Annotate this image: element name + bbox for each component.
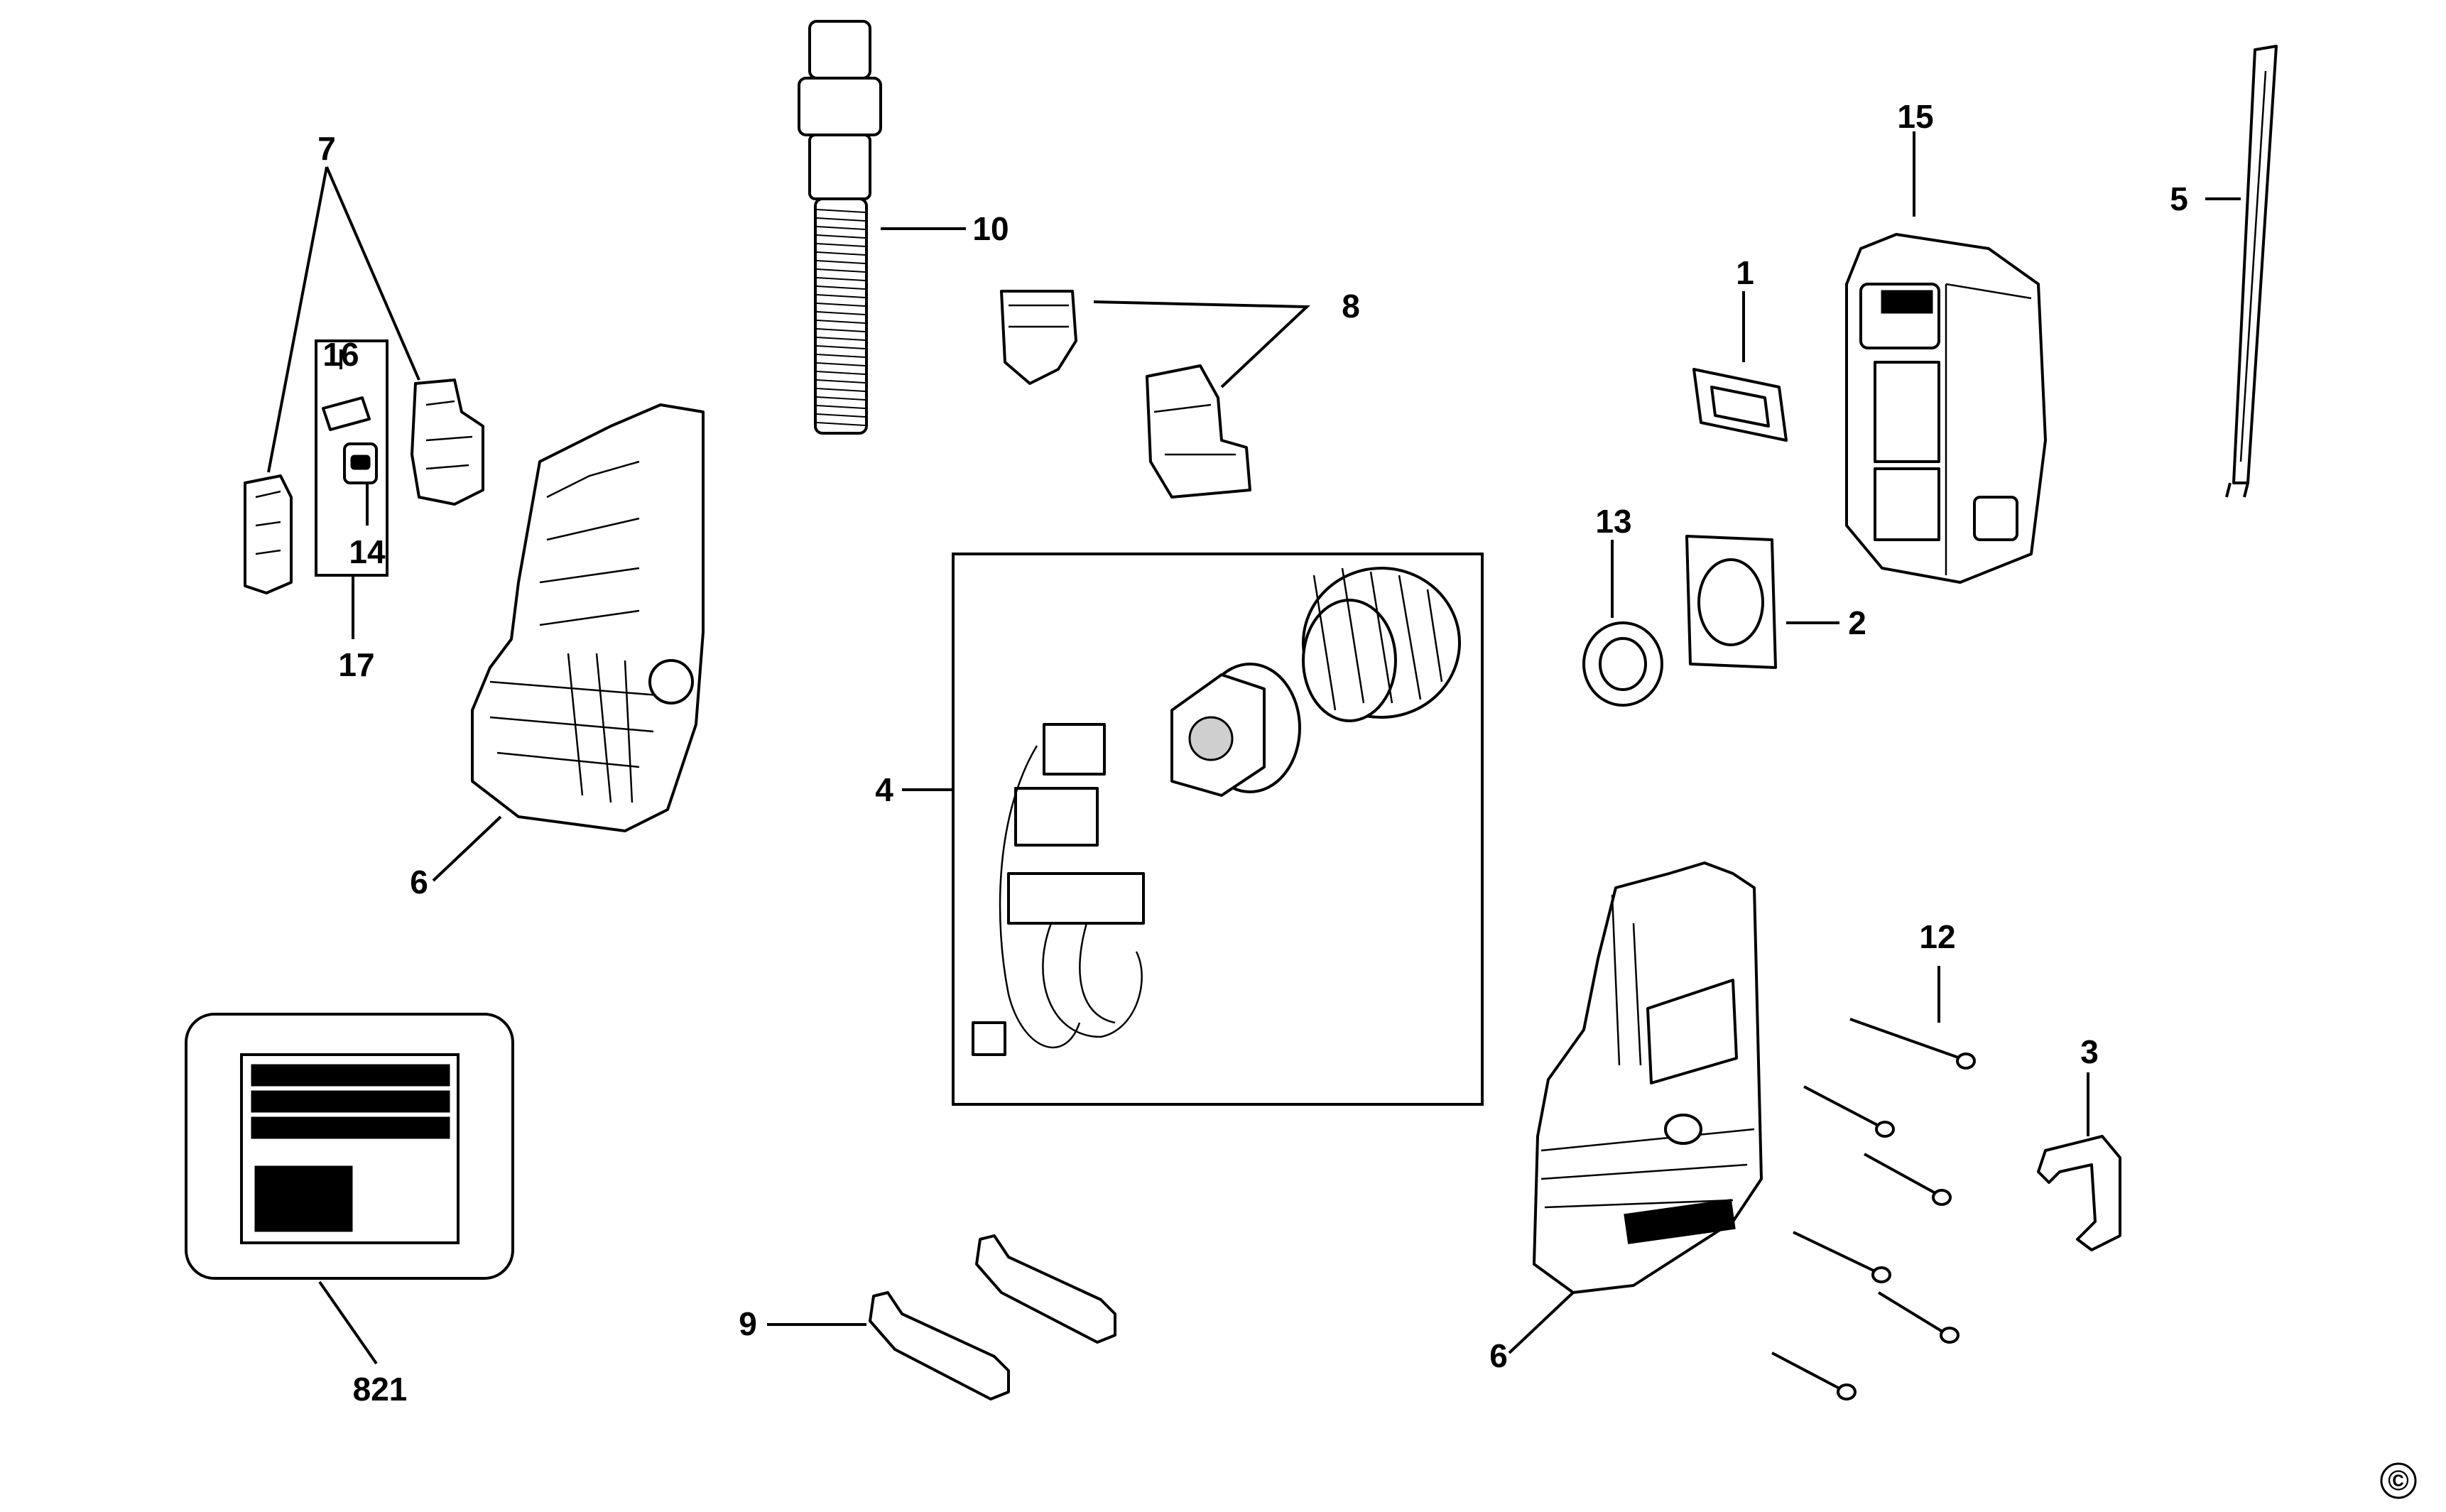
copyright-mark: © xyxy=(2380,1462,2417,1499)
part-821-data-label xyxy=(185,1013,514,1280)
callout-2: 2 xyxy=(1848,604,1866,641)
hose-rib xyxy=(816,405,866,409)
leader-lines xyxy=(267,131,2241,1365)
part-1-seal xyxy=(1692,368,1788,442)
callout-3: 3 xyxy=(2080,1033,2099,1070)
hose-rib xyxy=(816,388,866,392)
motor-fan-cage xyxy=(1302,567,1461,722)
callout-4: 4 xyxy=(875,771,893,808)
hose-rib xyxy=(816,311,866,315)
callout-17: 17 xyxy=(338,646,374,683)
callout-16: 16 xyxy=(322,336,359,373)
hose-rib xyxy=(816,371,866,375)
hose-rib xyxy=(816,303,866,307)
hose-rib xyxy=(816,251,866,256)
callout-12: 12 xyxy=(1919,918,1955,955)
callout-13: 13 xyxy=(1595,503,1631,540)
callout-labels: 7 16 14 17 6 10 8 4 15 1 13 2 5 12 3 6 9… xyxy=(317,98,2188,1408)
part-10-hose xyxy=(798,20,882,435)
callout-14: 14 xyxy=(349,533,386,570)
hose-rib xyxy=(816,268,866,273)
hose-rib xyxy=(816,320,866,324)
part-9-brackets xyxy=(869,1234,1116,1400)
callout-7: 7 xyxy=(317,130,336,167)
hose-rib xyxy=(816,396,866,401)
hose-rib xyxy=(816,243,866,247)
part-6-housing-left xyxy=(471,403,705,832)
part-7-clips xyxy=(244,379,484,594)
hose-rib xyxy=(816,362,866,366)
hose-rib xyxy=(816,328,866,332)
hose-rib xyxy=(816,226,866,230)
part-4-motor-assembly xyxy=(952,553,1484,1106)
hose-rib xyxy=(816,209,866,213)
hose-rib xyxy=(816,294,866,298)
hose-rib xyxy=(816,234,866,239)
motor-wiring xyxy=(972,723,1145,1056)
part-16-label xyxy=(322,396,371,431)
hose-rib xyxy=(816,422,866,426)
callout-5: 5 xyxy=(2170,180,2188,217)
motor-core xyxy=(1170,663,1301,797)
hose-rib xyxy=(816,337,866,341)
hose-rib xyxy=(816,379,866,384)
callout-6-right: 6 xyxy=(1489,1337,1508,1374)
callout-8: 8 xyxy=(1342,288,1360,325)
callout-1: 1 xyxy=(1736,254,1754,291)
hose-rib xyxy=(816,260,866,264)
callout-9: 9 xyxy=(739,1305,757,1342)
hose-rib xyxy=(816,217,866,222)
hose-rib xyxy=(816,277,866,281)
callout-15: 15 xyxy=(1897,98,1933,135)
part-13-washer xyxy=(1582,621,1663,707)
callout-821: 821 xyxy=(353,1371,408,1408)
part-5-strap xyxy=(2225,45,2278,498)
part-12-screws xyxy=(1771,1018,1976,1400)
part-14-switch xyxy=(343,442,378,484)
hose-rib xyxy=(816,345,866,349)
part-15-battery xyxy=(1845,233,2047,584)
hose-rib xyxy=(816,354,866,358)
part-3-clip xyxy=(2037,1135,2121,1251)
part-6-housing-right xyxy=(1533,861,1763,1294)
part-2-gasket xyxy=(1685,535,1777,669)
callout-6-left: 6 xyxy=(410,864,428,901)
copyright-symbol: © xyxy=(2388,1465,2408,1496)
part-8-elbows xyxy=(1000,290,1251,499)
callout-10: 10 xyxy=(972,210,1009,247)
hose-rib xyxy=(816,413,866,418)
hose-rib xyxy=(816,285,866,290)
